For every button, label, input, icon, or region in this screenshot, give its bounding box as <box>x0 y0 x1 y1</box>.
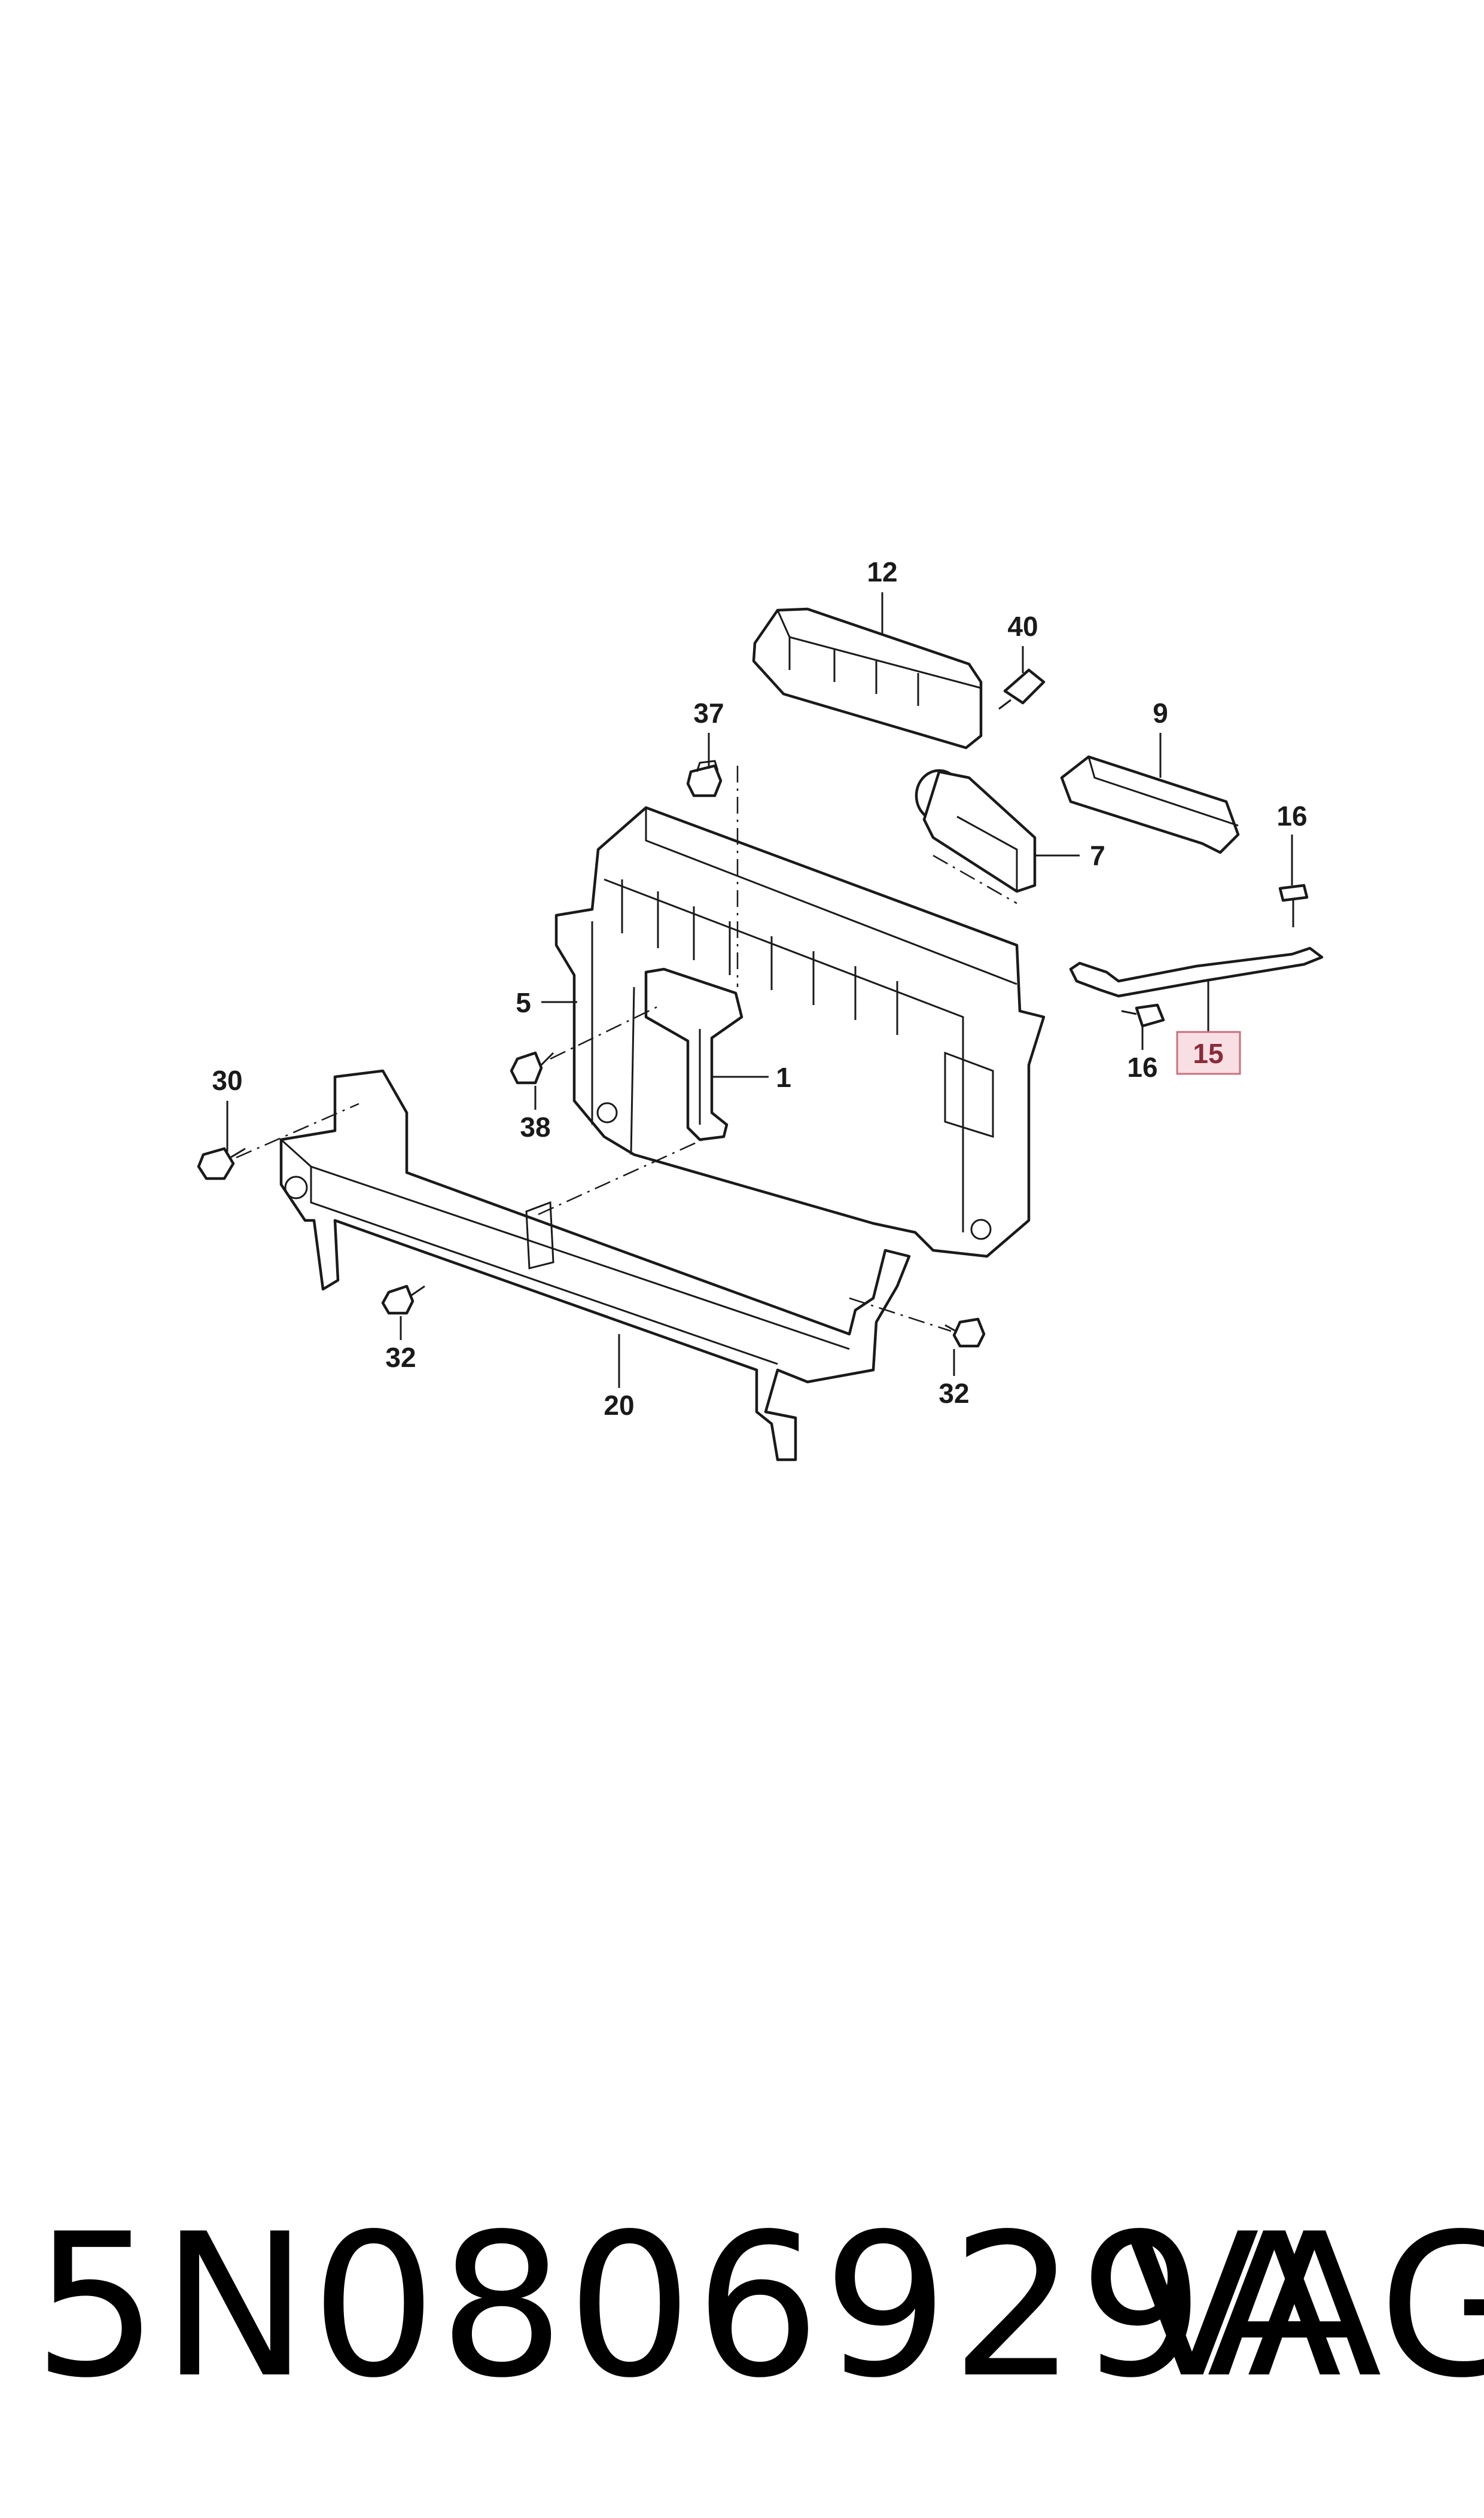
part-38-bolt <box>510 1051 554 1085</box>
part-9-cover <box>1060 755 1240 854</box>
brand-name: VAG <box>1125 2191 1484 2421</box>
part-30-bolt <box>197 1147 246 1180</box>
callout-32-right: 32 <box>938 1378 969 1409</box>
part-40-screw <box>998 668 1046 710</box>
callout-5: 5 <box>516 987 531 1018</box>
part-32-bolt-right <box>944 1317 986 1348</box>
callout-20: 20 <box>604 1390 634 1421</box>
part-5-lock-carrier <box>554 806 1046 1258</box>
part-16-screw-top <box>1278 884 1309 927</box>
callout-40: 40 <box>1007 611 1038 642</box>
part-32-bolt-left <box>381 1284 425 1315</box>
part-16-screw-bottom <box>1121 1003 1165 1028</box>
part-7-air-duct <box>915 769 1037 893</box>
callout-15: 15 <box>1193 1038 1223 1069</box>
part-12-upper-cover <box>752 607 983 750</box>
callout-16-top: 16 <box>1276 800 1307 832</box>
part-15-bracket <box>1069 946 1324 998</box>
part-number: 5N0806929A <box>33 2191 1345 2421</box>
callout-labels: 12 40 37 9 16 7 5 1 16 15 30 38 32 20 32 <box>212 556 1307 1421</box>
callout-30: 30 <box>212 1065 242 1096</box>
callout-16-bottom: 16 <box>1127 1052 1157 1083</box>
callout-7: 7 <box>1090 840 1105 871</box>
part-37-bolt <box>686 760 723 797</box>
part-1-bracket <box>644 967 743 1141</box>
callout-37: 37 <box>693 698 724 729</box>
assembly-lines <box>236 766 1017 1332</box>
callout-12: 12 <box>867 556 897 587</box>
part-20-crossmember <box>279 1069 911 1462</box>
callout-38: 38 <box>520 1112 550 1143</box>
leader-lines <box>226 592 1293 1388</box>
highlight-box-15 <box>1176 1031 1241 1075</box>
callout-1: 1 <box>776 1062 791 1093</box>
callout-9: 9 <box>1153 698 1168 729</box>
callout-32-left: 32 <box>385 1342 416 1373</box>
